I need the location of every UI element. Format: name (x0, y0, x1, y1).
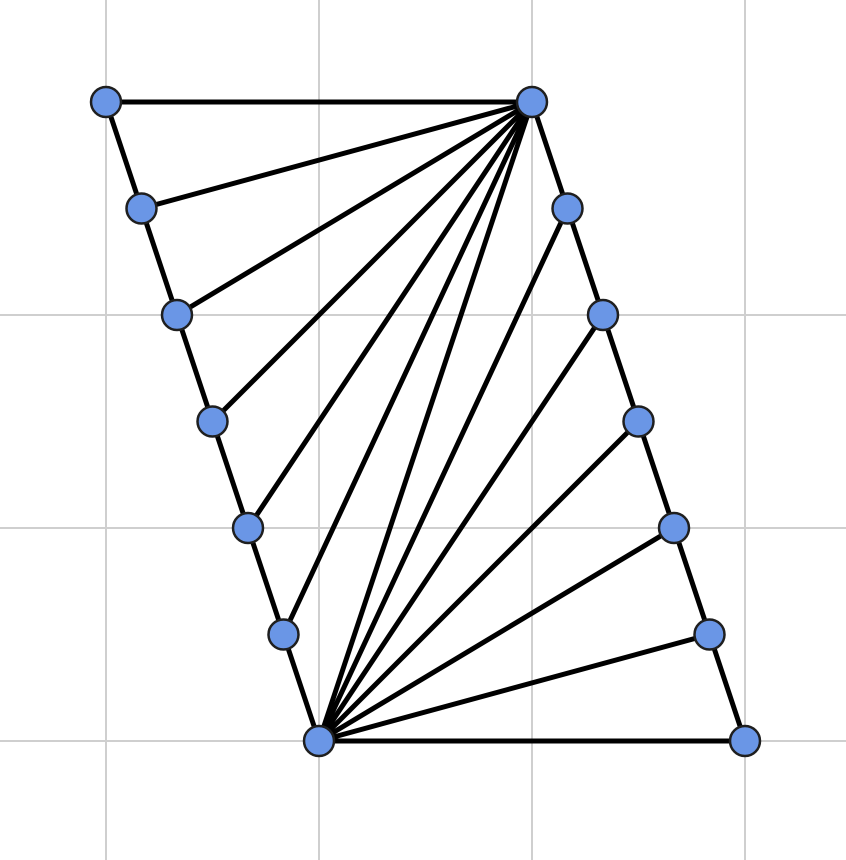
edge-B-L1 (139, 99, 535, 211)
edge-C-R5 (316, 632, 712, 744)
edge-B-L3 (210, 99, 535, 424)
edge-C-R1 (316, 206, 571, 744)
edge-B-C (316, 99, 535, 744)
point-L5[interactable] (267, 618, 300, 651)
edge-B-L2 (174, 99, 535, 318)
point-L2[interactable] (160, 298, 194, 332)
point-D[interactable] (728, 724, 762, 758)
point-L4[interactable] (231, 511, 265, 545)
point-R1[interactable] (551, 192, 584, 225)
point-L3[interactable] (196, 405, 229, 438)
point-R3[interactable] (622, 405, 655, 438)
edge-C-R4 (316, 525, 677, 744)
point-R2[interactable] (586, 298, 620, 332)
edge-C-R2 (316, 312, 606, 744)
edge-C-R3 (316, 419, 641, 744)
edge-B-L4 (245, 99, 535, 531)
point-C[interactable] (302, 724, 336, 758)
point-B[interactable] (515, 85, 549, 119)
point-L1[interactable] (125, 192, 158, 225)
point-A[interactable] (89, 85, 123, 119)
points (89, 85, 762, 758)
point-R5[interactable] (693, 618, 726, 651)
edge-B-L5 (280, 99, 535, 637)
point-R4[interactable] (657, 511, 691, 545)
